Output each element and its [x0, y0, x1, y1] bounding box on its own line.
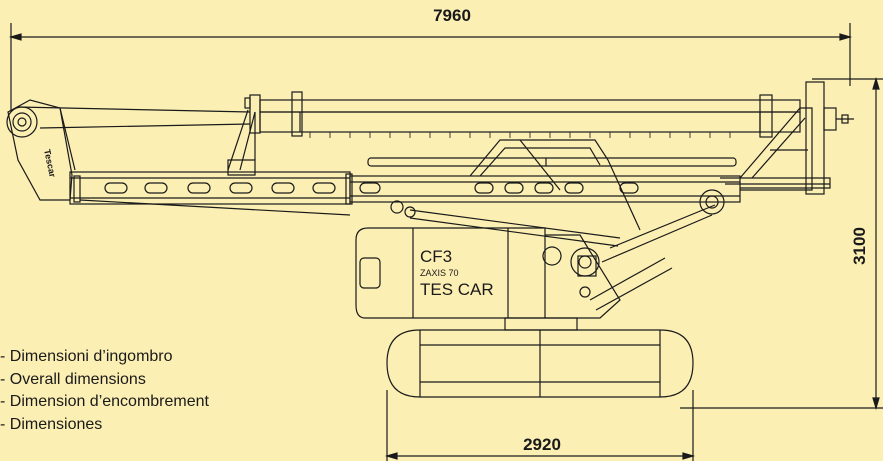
hydraulic-cylinders	[367, 157, 737, 311]
excavator-body	[355, 227, 621, 331]
main-boom	[69, 171, 831, 205]
height-dimension-label: 3100	[850, 227, 869, 265]
cab-frame	[469, 139, 641, 231]
tracks	[386, 329, 694, 398]
length-dimension-label: 7960	[433, 6, 471, 25]
rear-frame	[739, 81, 854, 195]
legend-french: - Dimension d’encombrement	[0, 393, 209, 410]
legend-english: - Overall dimensions	[0, 370, 146, 388]
legend-spanish: - Dimensiones	[0, 415, 103, 433]
height-dimension-line	[680, 76, 883, 411]
boom-struts	[79, 109, 351, 216]
winch-tube	[17, 91, 801, 138]
length-dimension-line	[8, 23, 853, 112]
track-width-dimension-label: 2920	[523, 435, 561, 454]
boom-head	[6, 99, 76, 201]
tube-rack	[309, 132, 731, 138]
model-marking: CF3	[420, 247, 452, 266]
base-marking: ZAXIS 70	[420, 268, 459, 278]
legend-italian: - Dimensioni d’ingombro	[0, 348, 173, 365]
legend: - Dimensioni d’ingombro - Overall dimens…	[0, 346, 209, 436]
boom-brand-marking: Tescar	[42, 148, 58, 178]
track-width-dimension-line	[384, 390, 696, 461]
maker-marking: TES CAR	[420, 280, 494, 299]
